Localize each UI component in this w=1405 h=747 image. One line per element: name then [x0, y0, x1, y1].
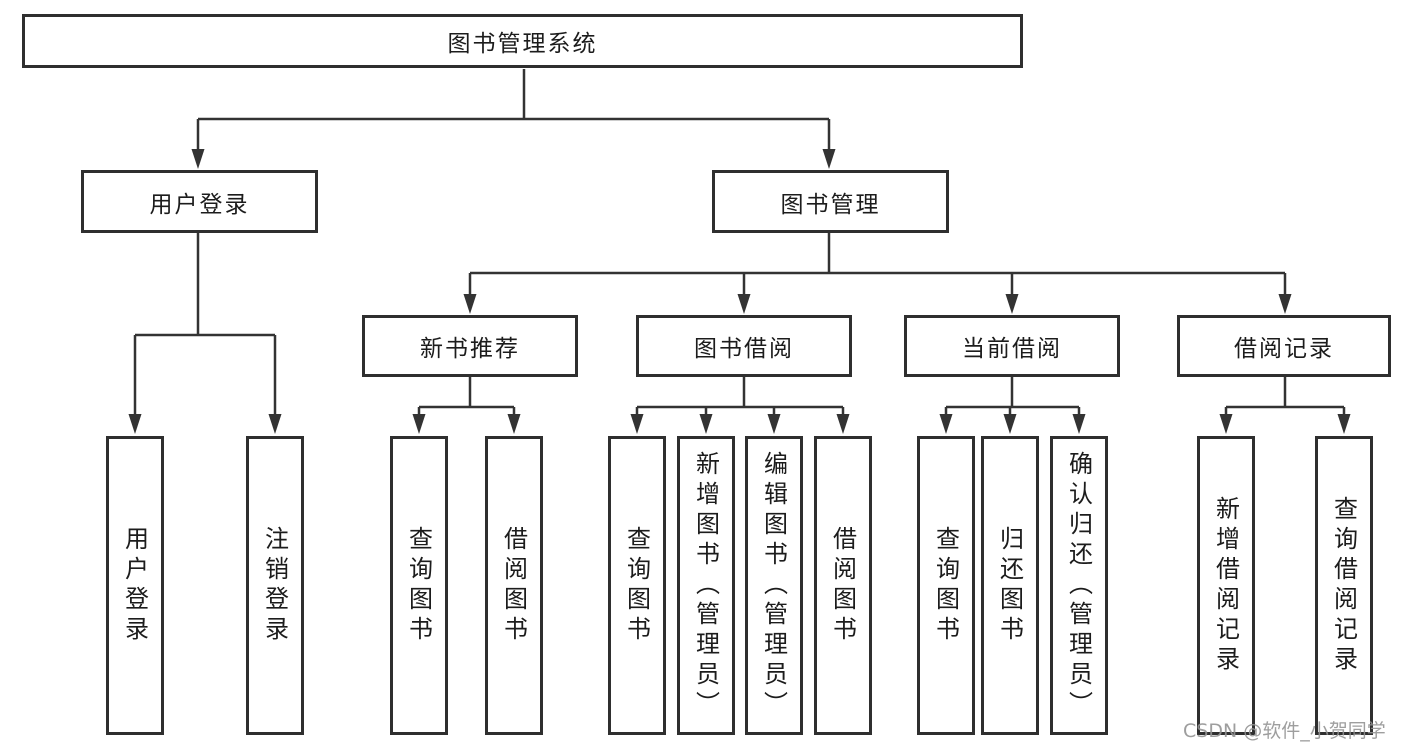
leaf-logout-login-label: 注销登录	[260, 525, 289, 646]
leaf-borrow-book-borrow: 借阅图书	[814, 436, 872, 735]
node-root: 图书管理系统	[22, 14, 1023, 68]
leaf-query-book-newrec-label: 查询图书	[404, 525, 433, 646]
leaf-user-login-label: 用户登录	[120, 525, 149, 646]
node-borrow-record: 借阅记录	[1177, 315, 1391, 377]
leaf-edit-book-admin-label: 编辑图书（管理员）	[759, 450, 788, 721]
node-user-login: 用户登录	[81, 170, 318, 233]
node-current-borrow-label: 当前借阅	[962, 336, 1062, 362]
node-current-borrow: 当前借阅	[904, 315, 1120, 377]
leaf-borrow-book-newrec-label: 借阅图书	[499, 525, 528, 646]
leaf-query-borrow-record: 查询借阅记录	[1315, 436, 1373, 735]
leaf-add-book-admin: 新增图书（管理员）	[677, 436, 735, 735]
leaf-query-book-borrow: 查询图书	[608, 436, 666, 735]
leaf-confirm-return-admin: 确认归还（管理员）	[1050, 436, 1108, 735]
node-book-borrow-label: 图书借阅	[694, 336, 794, 362]
node-root-label: 图书管理系统	[447, 31, 598, 57]
leaf-query-borrow-record-label: 查询借阅记录	[1329, 495, 1358, 676]
node-borrow-record-label: 借阅记录	[1234, 336, 1334, 362]
csdn-watermark: CSDN @软件_小贺同学	[1183, 720, 1386, 742]
leaf-borrow-book-borrow-label: 借阅图书	[828, 525, 857, 646]
leaf-borrow-book-newrec: 借阅图书	[485, 436, 543, 735]
node-new-book-recommend-label: 新书推荐	[420, 336, 520, 362]
leaf-query-book-current: 查询图书	[917, 436, 975, 735]
leaf-confirm-return-admin-label: 确认归还（管理员）	[1064, 450, 1093, 721]
leaf-user-login: 用户登录	[106, 436, 164, 735]
node-book-borrow: 图书借阅	[636, 315, 852, 377]
node-book-management: 图书管理	[712, 170, 949, 233]
node-new-book-recommend: 新书推荐	[362, 315, 578, 377]
leaf-add-borrow-record-label: 新增借阅记录	[1211, 495, 1240, 676]
leaf-return-book: 归还图书	[981, 436, 1039, 735]
leaf-query-book-current-label: 查询图书	[931, 525, 960, 646]
leaf-query-book-borrow-label: 查询图书	[622, 525, 651, 646]
leaf-edit-book-admin: 编辑图书（管理员）	[745, 436, 803, 735]
leaf-add-borrow-record: 新增借阅记录	[1197, 436, 1255, 735]
node-user-login-label: 用户登录	[149, 191, 250, 218]
node-book-management-label: 图书管理	[780, 191, 881, 218]
leaf-add-book-admin-label: 新增图书（管理员）	[691, 450, 720, 721]
leaf-return-book-label: 归还图书	[995, 525, 1024, 646]
leaf-query-book-newrec: 查询图书	[390, 436, 448, 735]
leaf-logout-login: 注销登录	[246, 436, 304, 735]
